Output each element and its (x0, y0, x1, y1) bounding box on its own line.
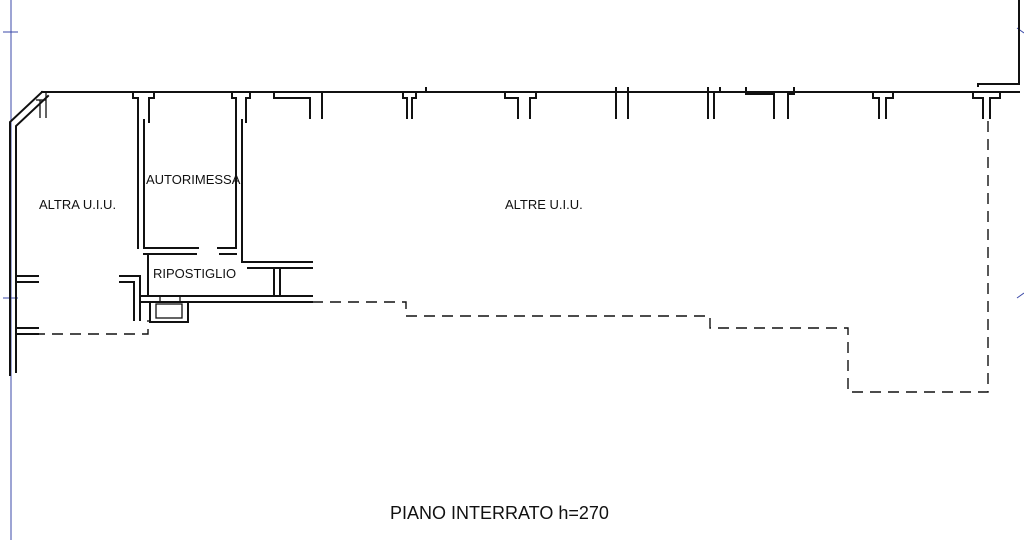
wall-piers (132, 87, 1001, 123)
dashed-outlines (16, 118, 989, 393)
interior-walls (15, 119, 313, 335)
room-label-autorimessa: AUTORIMESSA (146, 172, 241, 187)
room-label-ripostiglio: RIPOSTIGLIO (153, 266, 236, 281)
room-label-altra-uiu: ALTRA U.I.U. (39, 197, 116, 212)
plan-title: PIANO INTERRATO h=270 (390, 503, 609, 523)
stair-niche (149, 295, 189, 323)
room-label-altre-uiu: ALTRE U.I.U. (505, 197, 583, 212)
outer-walls (9, 90, 1020, 376)
upper-outline (977, 0, 1020, 87)
